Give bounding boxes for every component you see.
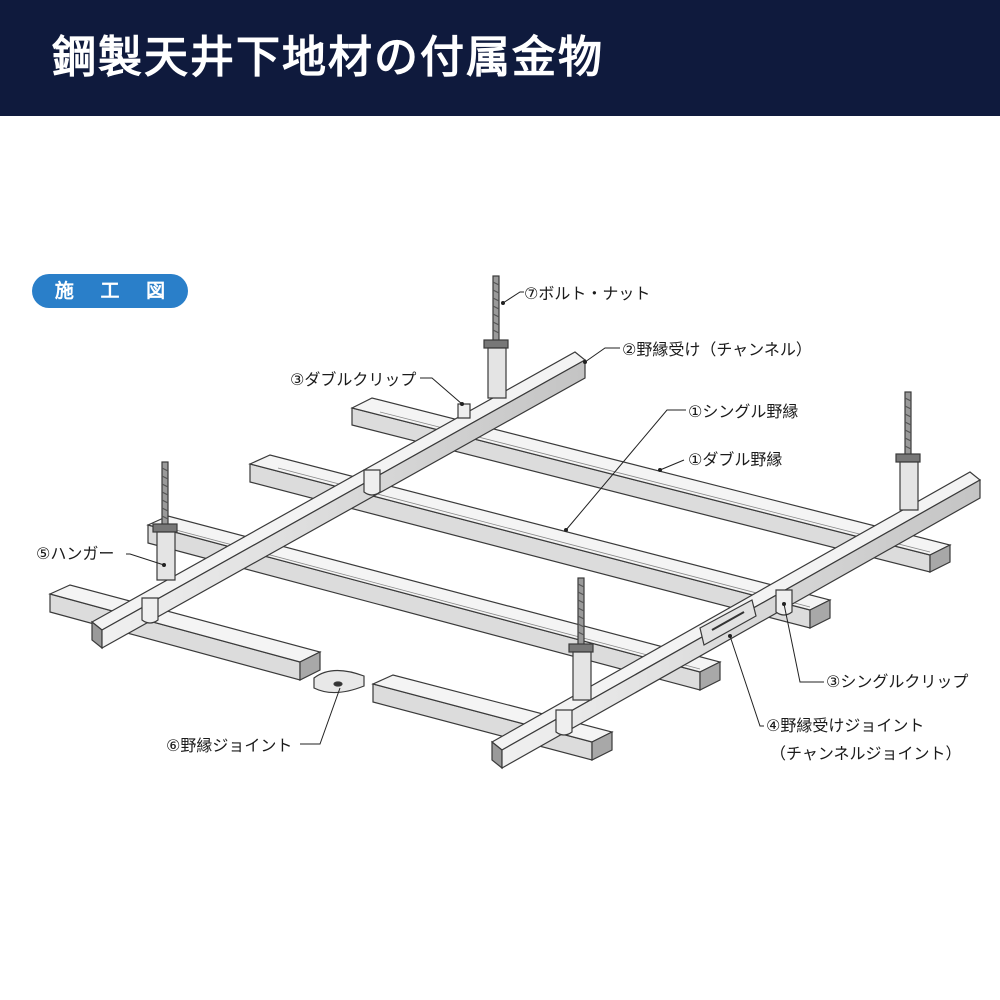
nobuchi-bar-back	[350, 397, 952, 573]
channel-joint-part	[699, 599, 757, 646]
hanger-bolt-3	[152, 461, 178, 581]
nobuchi-bar-3	[146, 515, 722, 691]
hanger-bolt-1	[483, 275, 509, 399]
label-bolt-nut: ⑦ボルト・ナット	[524, 284, 651, 303]
label-hanger: ⑤ハンガー	[36, 544, 115, 563]
leader-dots	[162, 301, 786, 638]
label-double-clip: ③ダブルクリップ	[290, 370, 417, 389]
label-double-nobuchi: ①ダブル野縁	[688, 450, 783, 469]
label-single-clip: ③シングルクリップ	[826, 672, 969, 691]
label-channel-joint-sub: （チャンネルジョイント）	[770, 744, 962, 763]
section-badge: 施 工 図	[32, 274, 188, 308]
nobuchi-joint-part	[313, 669, 365, 694]
hanger-bolt-4	[568, 577, 594, 701]
header-bar: 鋼製天井下地材の付属金物	[0, 0, 1000, 116]
hanger-bolt-2	[895, 391, 921, 511]
page-title: 鋼製天井下地材の付属金物	[52, 32, 604, 83]
nobuchi-bar-2	[248, 454, 832, 629]
channel-left	[90, 351, 587, 650]
leader-lines	[126, 291, 824, 745]
label-channel-joint: ④野縁受けジョイント	[766, 716, 925, 735]
clip-parts	[141, 403, 793, 736]
label-nobuchi-joint: ⑥野縁ジョイント	[166, 736, 293, 755]
label-channel: ②野縁受け（チャンネル）	[622, 340, 812, 359]
label-single-nobuchi: ①シングル野縁	[688, 402, 799, 421]
